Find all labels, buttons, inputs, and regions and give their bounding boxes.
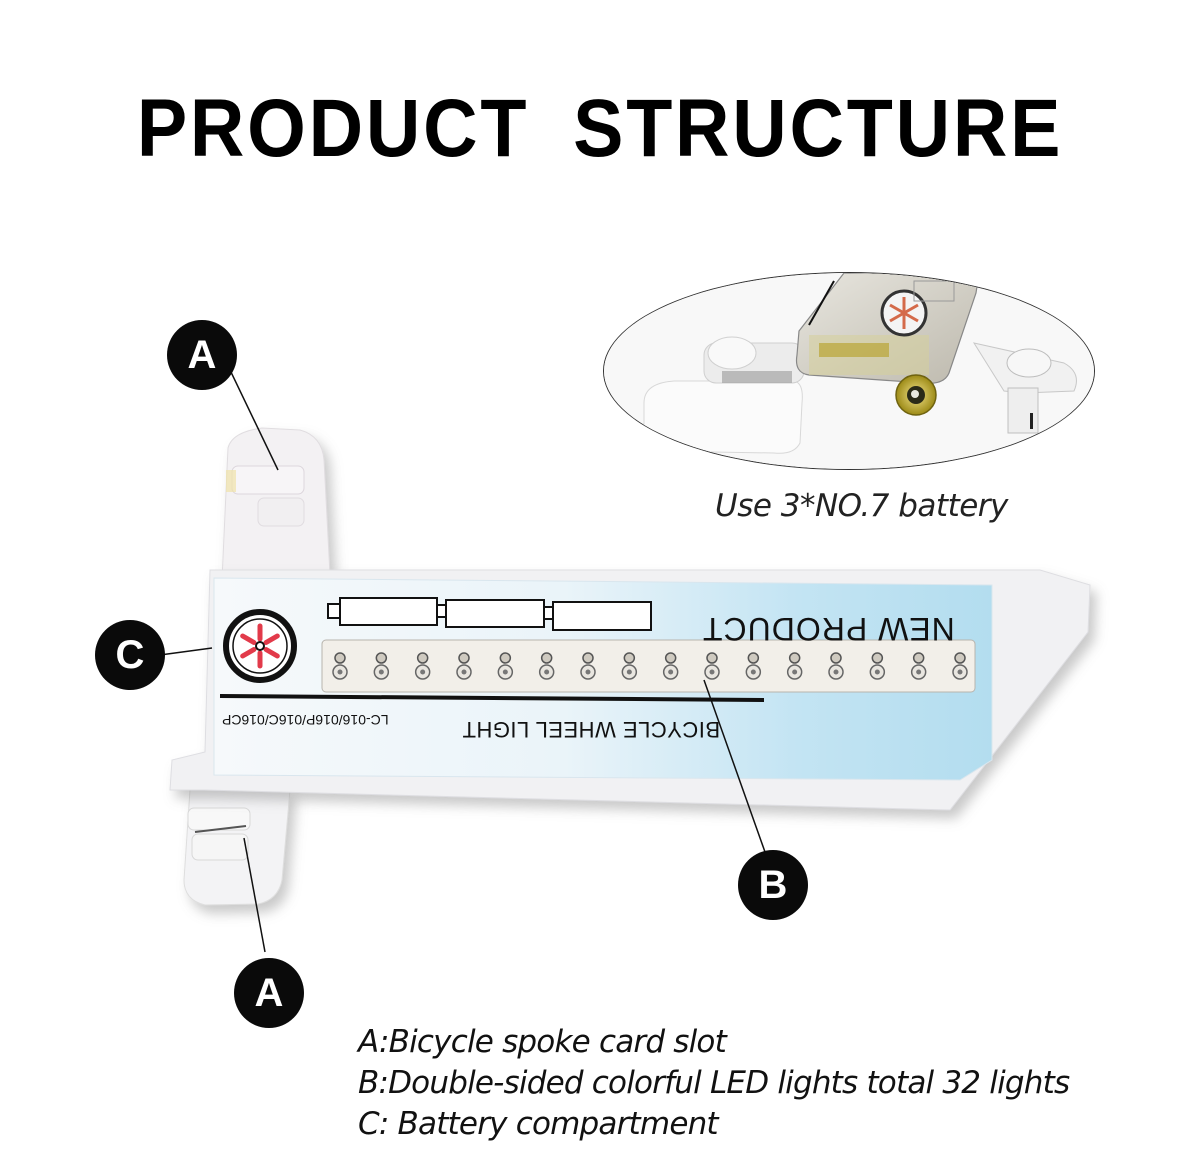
led-light bbox=[869, 652, 886, 680]
led-light bbox=[621, 652, 638, 680]
legend-item-c: C: Battery compartment bbox=[358, 1106, 719, 1142]
label-panel bbox=[213, 577, 993, 781]
led-light bbox=[952, 652, 968, 680]
wheel-spoke bbox=[240, 647, 257, 659]
led-light bbox=[910, 652, 927, 680]
wheel-spoke bbox=[240, 633, 257, 645]
label-model-code: LC-016/016P/016C/016CP bbox=[222, 712, 389, 728]
wheel-spoke bbox=[263, 633, 280, 645]
leader-c bbox=[159, 647, 213, 656]
leader-a-top bbox=[229, 369, 279, 471]
led-light bbox=[704, 652, 720, 680]
marker-a-bottom: A bbox=[234, 958, 304, 1028]
legend: A:Bicycle spoke card slot B:Double-sided… bbox=[358, 1022, 1070, 1145]
led-strip bbox=[332, 652, 968, 680]
battery-inset-illustration bbox=[604, 273, 1094, 469]
marker-b: B bbox=[738, 850, 808, 920]
led-light bbox=[332, 652, 348, 680]
legend-item-b: B:Double-sided colorful LED lights total… bbox=[358, 1065, 1070, 1101]
led-window bbox=[321, 639, 976, 693]
led-light bbox=[786, 652, 803, 680]
led-light bbox=[538, 652, 555, 680]
page-title: PRODUCT STRUCTURE bbox=[136, 83, 1064, 174]
led-light bbox=[745, 652, 762, 680]
led-light bbox=[414, 652, 431, 680]
legend-item-a: A:Bicycle spoke card slot bbox=[358, 1024, 727, 1060]
top-spoke-clip bbox=[221, 427, 331, 581]
led-light bbox=[580, 652, 596, 680]
inset-caption: Use 3*NO.7 battery bbox=[715, 488, 1008, 524]
marker-a-top: A bbox=[167, 320, 237, 390]
main-housing bbox=[169, 569, 1091, 811]
led-light bbox=[497, 652, 514, 680]
wheel-emblem-icon bbox=[223, 609, 297, 683]
label-bicycle-wheel-light: BICYCLE WHEEL LIGHT bbox=[462, 717, 721, 742]
battery-inset-photo bbox=[603, 272, 1095, 470]
leader-b bbox=[703, 679, 766, 853]
battery-slots-icon bbox=[327, 597, 652, 631]
led-light bbox=[373, 652, 390, 680]
led-light bbox=[662, 652, 679, 680]
leader-a-bottom bbox=[243, 837, 266, 953]
bottom-spoke-clip bbox=[183, 789, 291, 906]
marker-c: C bbox=[95, 620, 165, 690]
led-light bbox=[828, 652, 844, 680]
label-new-product: NEW PRODUCT bbox=[702, 611, 955, 647]
wheel-spoke bbox=[263, 647, 280, 659]
led-light bbox=[456, 652, 472, 680]
